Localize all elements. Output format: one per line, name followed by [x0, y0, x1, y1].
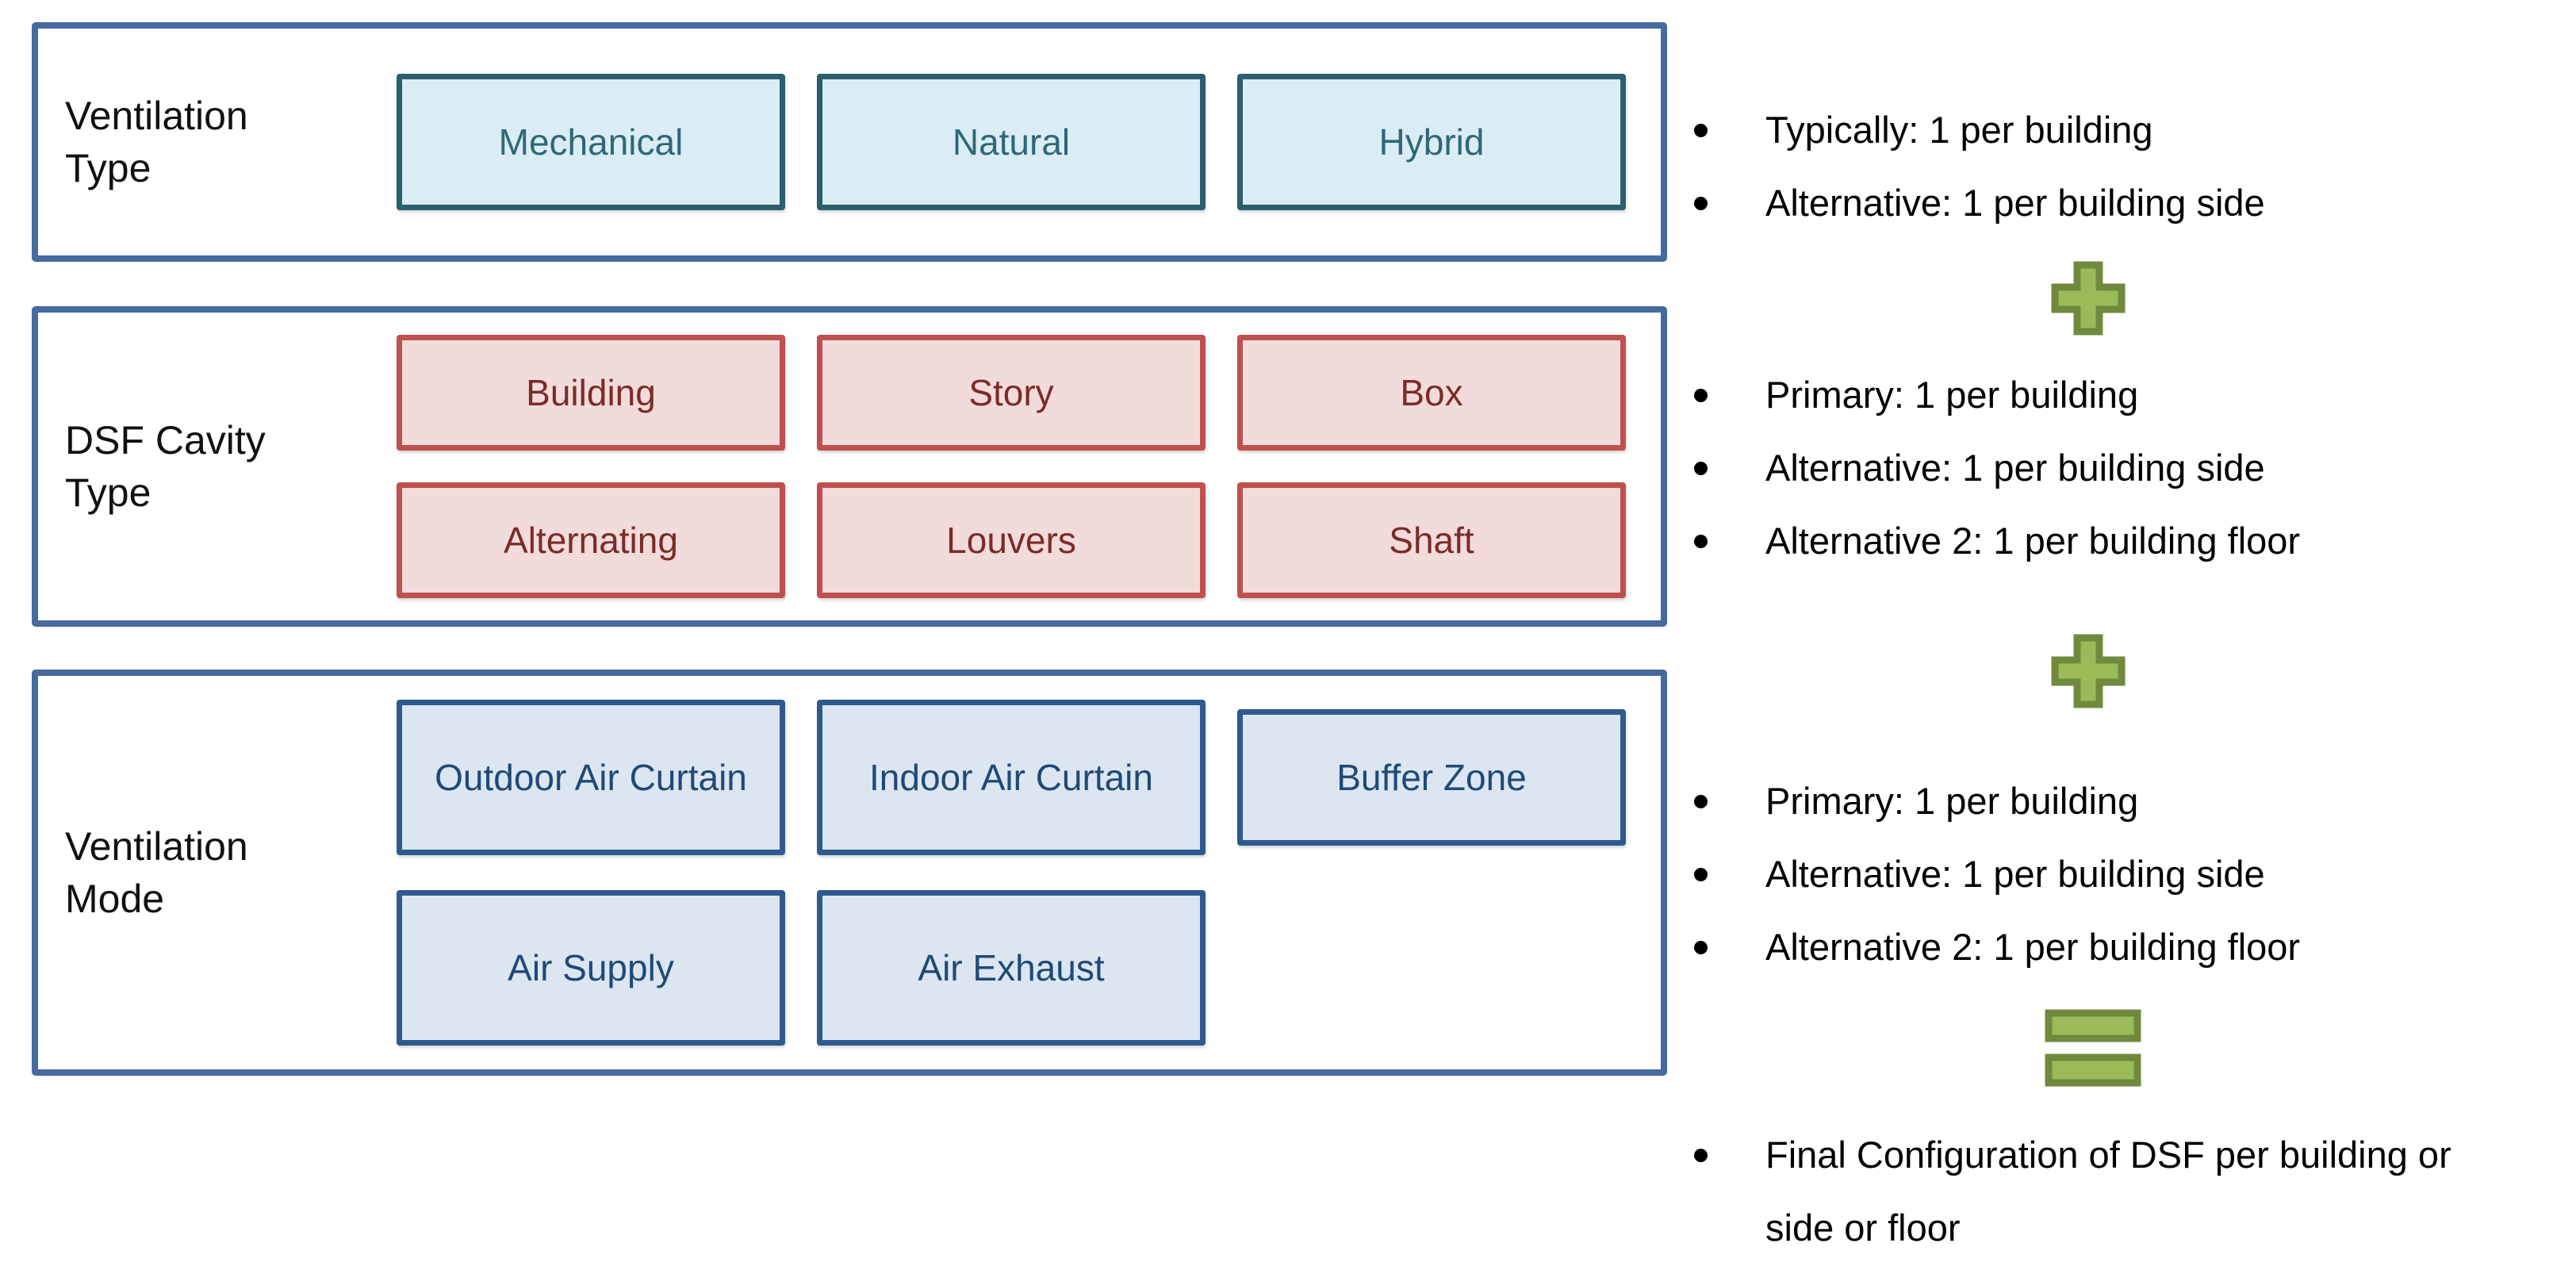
category-ventilation-mode: Ventilation Mode Outdoor Air Curtain Indo… [32, 670, 1667, 1076]
bullet-item: Final Configuration of DSF per building … [1681, 1119, 2576, 1265]
category-items: Mechanical Natural Hybrid [397, 74, 1626, 210]
category-label: Ventilation Mode [65, 824, 248, 921]
bullet-text: Primary: 1 per building [1765, 780, 2139, 822]
option-box: Box [1237, 335, 1626, 451]
option-story: Story [817, 335, 1206, 451]
option-air-exhaust: Air Exhaust [817, 890, 1206, 1046]
bullet-text: Alternative 2: 1 per building floor [1765, 926, 2301, 968]
category-items: Outdoor Air Curtain Indoor Air Curtain Buf… [397, 700, 1626, 1046]
option-indoor-air-curtain: Indoor Air Curtain [817, 700, 1206, 855]
option-label: Alternating [504, 520, 678, 561]
option-mechanical: Mechanical [397, 74, 785, 210]
bullet-item: Alternative: 1 per building side [1681, 167, 2576, 240]
option-louvers: Louvers [817, 482, 1206, 598]
option-label: Hybrid [1378, 121, 1485, 163]
bullet-text: Typically: 1 per building [1765, 109, 2153, 151]
bullet-item: Alternative: 1 per building side [1681, 838, 2576, 911]
bullet-text: Alternative: 1 per building side [1765, 853, 2265, 895]
category-label: Ventilation Type [65, 94, 248, 190]
option-natural: Natural [817, 74, 1206, 210]
plus-icon [2050, 633, 2576, 709]
option-label: Outdoor Air Curtain [435, 757, 747, 798]
bullet-item: Primary: 1 per building [1681, 765, 2576, 838]
option-label: Story [968, 372, 1054, 413]
bullet-item: Typically: 1 per building [1681, 94, 2576, 167]
option-label: Building [526, 372, 656, 413]
option-label: Box [1400, 372, 1463, 413]
bullet-text: Alternative: 1 per building side [1765, 182, 2265, 224]
category-ventilation-type: Ventilation Type Mechanical Natural Hybrid [32, 22, 1667, 262]
bullet-item: Alternative 2: 1 per building floor [1681, 505, 2576, 578]
option-label: Indoor Air Curtain [869, 757, 1153, 798]
plus-icon [2050, 260, 2576, 336]
option-label: Shaft [1389, 520, 1474, 561]
equals-icon [2045, 1009, 2576, 1087]
option-label: Louvers [946, 520, 1076, 561]
item-row: Building Story Box [397, 335, 1626, 451]
option-label: Air Supply [508, 947, 674, 988]
item-row: Outdoor Air Curtain Indoor Air Curtain Buf… [397, 700, 1626, 855]
item-row: Mechanical Natural Hybrid [397, 74, 1626, 210]
option-label: Buffer Zone [1336, 757, 1527, 798]
option-shaft: Shaft [1237, 482, 1626, 598]
bullet-text: Final Configuration of DSF per building … [1765, 1134, 2451, 1249]
bullet-text: Alternative 2: 1 per building floor [1765, 520, 2301, 562]
bullet-item: Alternative 2: 1 per building floor [1681, 911, 2576, 984]
option-label: Natural [952, 121, 1071, 163]
option-label: Mechanical [498, 121, 684, 163]
bullet-group: Final Configuration of DSF per building … [1681, 1119, 2576, 1265]
bullet-text: Alternative: 1 per building side [1765, 447, 2265, 489]
option-hybrid: Hybrid [1237, 74, 1626, 210]
option-building: Building [397, 335, 785, 451]
bullet-item: Alternative: 1 per building side [1681, 432, 2576, 505]
item-row: Alternating Louvers Shaft [397, 482, 1626, 598]
item-row: Air Supply Air Exhaust [397, 890, 1626, 1046]
option-alternating: Alternating [397, 482, 785, 598]
bullet-item: Primary: 1 per building [1681, 359, 2576, 432]
category-label: DSF Cavity Type [65, 418, 266, 515]
option-air-supply: Air Supply [397, 890, 785, 1046]
option-buffer-zone: Buffer Zone [1237, 709, 1626, 846]
bullet-text: Primary: 1 per building [1765, 374, 2139, 416]
option-outdoor-air-curtain: Outdoor Air Curtain [397, 700, 785, 855]
option-label: Air Exhaust [918, 947, 1105, 988]
